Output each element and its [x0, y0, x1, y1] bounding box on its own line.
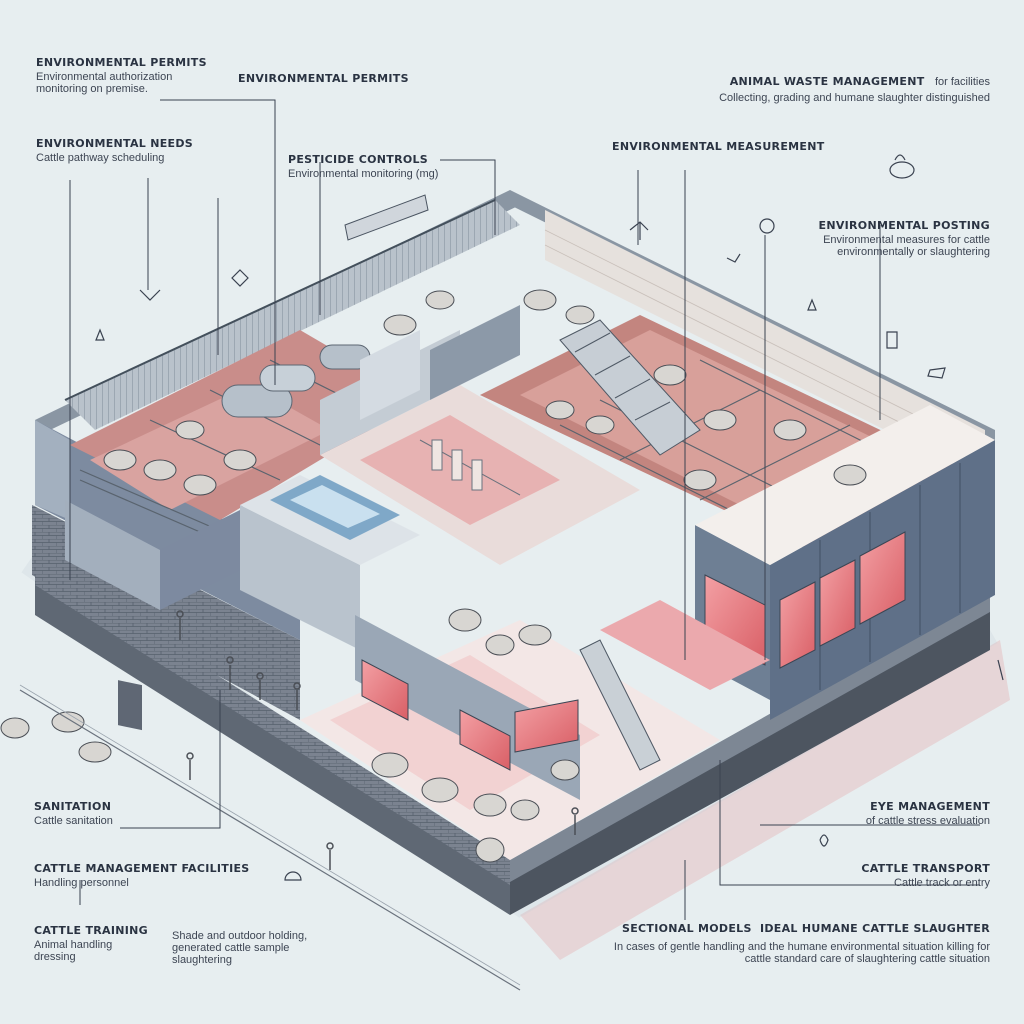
cattle-group [0, 289, 867, 863]
label-sanitation-sub: Cattle sanitation [34, 815, 113, 827]
label-cattle-management: CATTLE MANAGEMENT FACILITIES Handling pe… [34, 862, 250, 889]
office-side [160, 510, 240, 610]
label-env-permits-tl: ENVIRONMENTAL PERMITS Environmental auth… [36, 56, 207, 95]
roof-sign [344, 194, 429, 241]
label-animal-management: ANIMAL WASTE MANAGEMENT for facilities C… [620, 72, 990, 104]
label-sectional-models: SECTIONAL MODELS [622, 922, 752, 935]
label-cattle-training-title: CATTLE TRAINING [34, 924, 148, 937]
label-animal-management-title: ANIMAL WASTE MANAGEMENT [729, 75, 925, 88]
label-env-needs: ENVIRONMENTAL NEEDS Cattle pathway sched… [36, 137, 193, 164]
meat-windows-lower [361, 659, 579, 771]
label-pest-controls-title: PESTICIDE CONTROLS [288, 153, 429, 166]
label-animal-management-sub: Collecting, grading and humane slaughter… [719, 92, 990, 104]
center-block-wall [240, 505, 360, 650]
loading-ramp [559, 319, 701, 456]
processing-wall-2 [430, 305, 520, 400]
label-eye-management: EYE MANAGEMENT of cattle stress evaluati… [780, 800, 990, 827]
label-cattle-transport-sub: Cattle track or entry [894, 877, 990, 889]
label-env-permits-tl-sub: Environmental authorization monitoring o… [36, 71, 173, 95]
label-cattle-transport-title: CATTLE TRANSPORT [861, 862, 990, 875]
label-ideal-cattle-sub: In cases of gentle handling and the huma… [613, 941, 990, 965]
leader-lines [69, 99, 980, 920]
label-cattle-training-sub: Animal handling dressing [34, 939, 113, 963]
water-tank-shine [290, 485, 380, 528]
annotation-icons [95, 154, 1004, 881]
label-env-permits-top-title: ENVIRONMENTAL PERMITS [238, 72, 409, 85]
processing-wall-3 [360, 330, 420, 420]
label-sanitation-title: SANITATION [34, 800, 112, 813]
perimeter-fence [19, 689, 521, 991]
label-env-posting-sub: Environmental measures for cattle enviro… [823, 234, 990, 258]
label-eye-management-sub: of cattle stress evaluation [865, 815, 990, 827]
label-eye-management-title: EYE MANAGEMENT [870, 800, 990, 813]
office-front [65, 500, 160, 610]
label-env-permits-top: ENVIRONMENTAL PERMITS [238, 72, 409, 85]
foundation-left-wall [35, 580, 510, 915]
label-env-posting-title: ENVIRONMENTAL POSTING [818, 219, 990, 232]
label-env-needs-sub: Cattle pathway scheduling [36, 152, 165, 164]
office-door [118, 680, 142, 731]
label-cattle-management-sub: Handling personnel [34, 877, 129, 889]
exterior-wall-left-light [35, 420, 70, 520]
label-shade-sub: Shade and outdoor holding, generated cat… [172, 930, 308, 966]
ramp-steps [574, 332, 671, 421]
label-env-measurement: ENVIRONMENTAL MEASUREMENT [612, 140, 825, 153]
label-ideal-cattle-title: IDEAL HUMANE CATTLE SLAUGHTER [759, 922, 990, 935]
label-cattle-management-title: CATTLE MANAGEMENT FACILITIES [34, 862, 250, 875]
carcass-rail [419, 439, 521, 496]
label-sectional-models-title: SECTIONAL MODELS [622, 922, 752, 935]
ground-shadow [520, 640, 1010, 960]
label-env-permits-tl-title: ENVIRONMENTAL PERMITS [36, 56, 207, 69]
label-cattle-training: CATTLE TRAINING Animal handling dressing [34, 924, 154, 963]
roof-edge-left [64, 199, 496, 401]
label-env-measurement-title: ENVIRONMENTAL MEASUREMENT [612, 140, 825, 153]
label-env-needs-title: ENVIRONMENTAL NEEDS [36, 137, 194, 150]
label-animal-management-suffix: for facilities [934, 76, 990, 88]
brick-left-face [35, 560, 510, 885]
perimeter-fence-2 [19, 684, 521, 986]
foundation-right-wall [510, 610, 990, 915]
lower-building-front [355, 615, 580, 800]
label-cattle-transport: CATTLE TRANSPORT Cattle track or entry [800, 862, 990, 889]
roof-canopy-left [65, 200, 520, 430]
central-stairs [579, 639, 661, 771]
label-shade: Shade and outdoor holding, generated cat… [172, 928, 352, 966]
exterior-wall-left [35, 420, 300, 640]
label-env-posting: ENVIRONMENTAL POSTING Environmental meas… [750, 219, 991, 258]
label-sanitation: SANITATION Cattle sanitation [34, 800, 113, 827]
people-figures [176, 610, 579, 870]
label-pest-controls: PESTICIDE CONTROLS Environmental monitor… [288, 153, 438, 180]
storage-tanks [221, 344, 371, 418]
label-ideal-cattle: IDEAL HUMANE CATTLE SLAUGHTER In cases o… [600, 922, 990, 965]
label-pest-controls-sub: Environmental monitoring (mg) [288, 168, 439, 180]
